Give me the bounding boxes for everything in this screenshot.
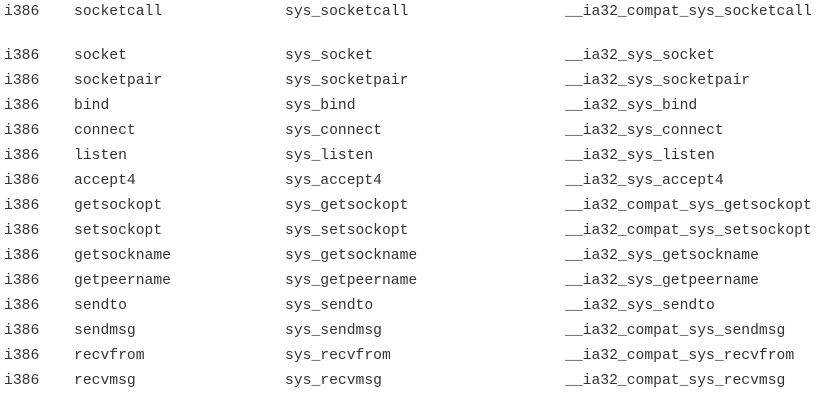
abi-cell: i386 <box>4 48 40 64</box>
entry-point-cell: sys_connect <box>285 123 382 139</box>
syscall-row: i386 sendto sys_sendto __ia32_sys_sendto <box>0 296 822 316</box>
syscall-name-cell: sendmsg <box>74 323 136 339</box>
syscall-name-cell: connect <box>74 123 136 139</box>
abi-cell: i386 <box>4 98 40 114</box>
abi-cell: i386 <box>4 373 40 389</box>
syscall-row: i386 getsockname sys_getsockname __ia32_sys… <box>0 246 822 266</box>
compat-entry-point-cell: __ia32_sys_sendto <box>565 298 715 314</box>
abi-cell: i386 <box>4 273 40 289</box>
compat-entry-point-cell: __ia32_sys_socket <box>565 48 715 64</box>
entry-point-cell: sys_accept4 <box>285 173 382 189</box>
syscall-row: i386 bind sys_bind __ia32_sys_bind <box>0 96 822 116</box>
compat-entry-point-cell: __ia32_sys_getsockname <box>565 248 759 264</box>
syscall-name-cell: getsockopt <box>74 198 163 214</box>
syscall-row: i386 setsockopt sys_setsockopt __ia32_compa… <box>0 221 822 241</box>
abi-cell: i386 <box>4 148 40 164</box>
entry-point-cell: sys_sendmsg <box>285 323 382 339</box>
entry-point-cell: sys_recvmsg <box>285 373 382 389</box>
abi-cell: i386 <box>4 248 40 264</box>
entry-point-cell: sys_sendto <box>285 298 374 314</box>
entry-point-cell: sys_recvfrom <box>285 348 391 364</box>
syscall-row: i386 recvfrom sys_recvfrom __ia32_compat_sy… <box>0 346 822 366</box>
syscall-name-cell: accept4 <box>74 173 136 189</box>
compat-entry-point-cell: __ia32_sys_connect <box>565 123 724 139</box>
compat-entry-point-cell: __ia32_compat_sys_recvfrom <box>565 348 795 364</box>
abi-cell: i386 <box>4 4 40 20</box>
syscall-name-cell: getsockname <box>74 248 171 264</box>
syscall-row: i386 accept4 sys_accept4 __ia32_sys_accept4 <box>0 171 822 191</box>
abi-cell: i386 <box>4 298 40 314</box>
syscall-name-cell: setsockopt <box>74 223 163 239</box>
entry-point-cell: sys_setsockopt <box>285 223 409 239</box>
compat-entry-point-cell: __ia32_compat_sys_getsockopt <box>565 198 812 214</box>
syscall-row: i386 sendmsg sys_sendmsg __ia32_compat_sys_… <box>0 321 822 341</box>
compat-entry-point-cell: __ia32_compat_sys_recvmsg <box>565 373 786 389</box>
syscall-row: i386 socket sys_socket __ia32_sys_socket <box>0 46 822 66</box>
entry-point-cell: sys_getpeername <box>285 273 418 289</box>
syscall-row: i386 recvmsg sys_recvmsg __ia32_compat_sys_… <box>0 371 822 391</box>
syscall-name-cell: sendto <box>74 298 127 314</box>
abi-cell: i386 <box>4 323 40 339</box>
syscall-name-cell: listen <box>74 148 127 164</box>
syscall-name-cell: socket <box>74 48 127 64</box>
compat-entry-point-cell: __ia32_sys_getpeername <box>565 273 759 289</box>
compat-entry-point-cell: __ia32_sys_socketpair <box>565 73 751 89</box>
syscall-row: i386 connect sys_connect __ia32_sys_connect <box>0 121 822 141</box>
syscall-name-cell: socketcall <box>74 4 163 20</box>
syscall-row-socketcall: i386 socketcall sys_socketcall __ia32_co… <box>0 2 822 22</box>
syscall-name-cell: recvmsg <box>74 373 136 389</box>
syscall-row: i386 socketpair sys_socketpair __ia32_sys_s… <box>0 71 822 91</box>
entry-point-cell: sys_listen <box>285 148 374 164</box>
abi-cell: i386 <box>4 348 40 364</box>
compat-entry-point-cell: __ia32_compat_sys_setsockopt <box>565 223 812 239</box>
abi-cell: i386 <box>4 198 40 214</box>
entry-point-cell: sys_socketpair <box>285 73 409 89</box>
abi-cell: i386 <box>4 173 40 189</box>
syscall-name-cell: bind <box>74 98 110 114</box>
syscall-name-cell: socketpair <box>74 73 163 89</box>
entry-point-cell: sys_getsockopt <box>285 198 409 214</box>
compat-entry-point-cell: __ia32_compat_sys_sendmsg <box>565 323 786 339</box>
abi-cell: i386 <box>4 223 40 239</box>
entry-point-cell: sys_getsockname <box>285 248 418 264</box>
compat-entry-point-cell: __ia32_compat_sys_socketcall <box>565 4 812 20</box>
syscall-name-cell: getpeername <box>74 273 171 289</box>
entry-point-cell: sys_bind <box>285 98 356 114</box>
compat-entry-point-cell: __ia32_sys_listen <box>565 148 715 164</box>
compat-entry-point-cell: __ia32_sys_accept4 <box>565 173 724 189</box>
abi-cell: i386 <box>4 123 40 139</box>
syscall-row: i386 getsockopt sys_getsockopt __ia32_compa… <box>0 196 822 216</box>
syscall-row: i386 listen sys_listen __ia32_sys_listen <box>0 146 822 166</box>
syscall-name-cell: recvfrom <box>74 348 145 364</box>
abi-cell: i386 <box>4 73 40 89</box>
syscall-row: i386 getpeername sys_getpeername __ia32_sys… <box>0 271 822 291</box>
entry-point-cell: sys_socket <box>285 48 374 64</box>
entry-point-cell: sys_socketcall <box>285 4 409 20</box>
compat-entry-point-cell: __ia32_sys_bind <box>565 98 698 114</box>
